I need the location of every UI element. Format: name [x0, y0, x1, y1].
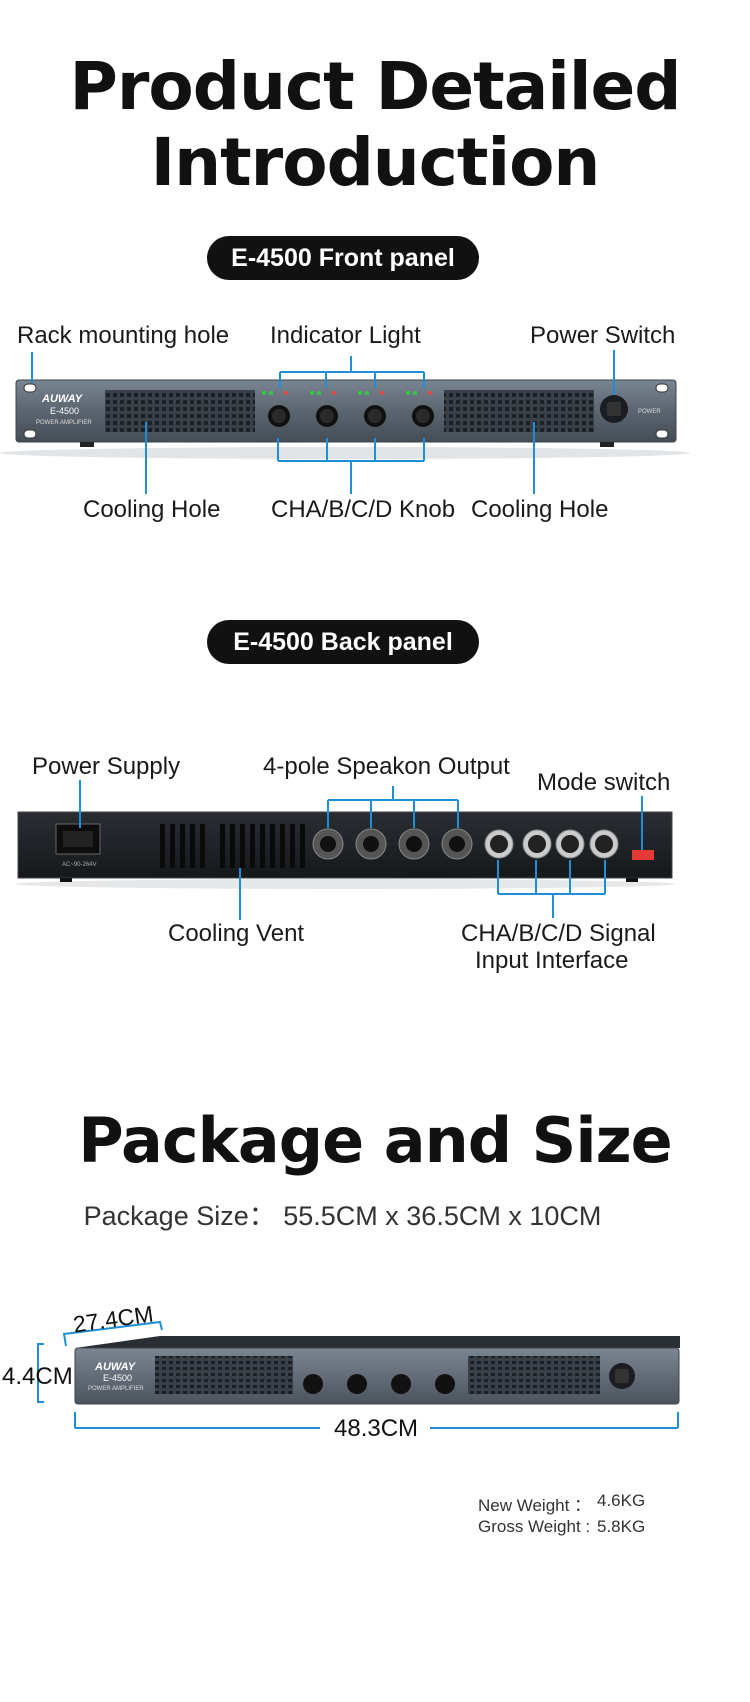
page-title-line2: Introduction — [150, 124, 601, 201]
front-grill-right — [444, 390, 594, 432]
label-indicator-light: Indicator Light — [270, 322, 421, 349]
gross-weight-value: 5.8KG — [597, 1517, 646, 1536]
new-weight-label: New Weight ： — [478, 1496, 592, 1515]
front-panel-image: AUWAY E-4500 POWER AMPLIFIER POWER — [0, 350, 690, 494]
label-cooling-vent: Cooling Vent — [168, 920, 305, 947]
front-grill-left — [105, 390, 255, 432]
package-title: Package and Size — [78, 1104, 672, 1177]
back-panel-badge: E-4500 Back panel — [207, 620, 479, 664]
label-cooling-hole-left: Cooling Hole — [83, 496, 221, 523]
svg-text:POWER AMPLIFIER: POWER AMPLIFIER — [88, 1386, 144, 1392]
dimension-width: 48.3CM — [334, 1415, 419, 1442]
front-brand: AUWAY — [41, 393, 84, 405]
back-panel-image: AC~90-264V — [15, 780, 675, 920]
label-speakon-output: 4-pole Speakon Output — [263, 753, 510, 780]
package-size-text: Package Size： 55.5CM x 36.5CM x 10CM — [83, 1201, 602, 1231]
front-power-label: POWER — [638, 409, 661, 415]
gross-weight-label: Gross Weight : — [478, 1517, 591, 1536]
front-panel-badge: E-4500 Front panel — [207, 236, 479, 280]
speakon-connectors — [312, 828, 473, 860]
svg-text:AC~90-264V: AC~90-264V — [62, 862, 97, 868]
new-weight-value: 4.6KG — [597, 1491, 646, 1510]
xlr-inputs — [484, 829, 619, 859]
label-cooling-hole-right: Cooling Hole — [471, 496, 609, 523]
label-knob: CHA/B/C/D Knob — [271, 496, 456, 523]
front-model: E-4500 — [50, 406, 79, 416]
label-power-switch: Power Switch — [530, 322, 676, 349]
mode-dip-switch — [632, 850, 654, 860]
size-diagram: AUWAY E-4500 POWER AMPLIFIER — [37, 1320, 680, 1429]
label-signal-line1: CHA/B/C/D Signal — [461, 920, 656, 947]
label-signal-line2: Input Interface — [475, 947, 629, 974]
front-indicator-leds — [262, 391, 432, 395]
front-knobs — [268, 405, 434, 427]
label-rack-hole: Rack mounting hole — [17, 322, 230, 349]
front-subtitle: POWER AMPLIFIER — [36, 420, 92, 426]
label-mode-switch: Mode switch — [537, 769, 671, 796]
dimension-height: 4.4CM — [2, 1363, 73, 1390]
page-title-line1: Product Detailed — [69, 48, 681, 125]
label-power-supply: Power Supply — [32, 753, 181, 780]
svg-text:AUWAY: AUWAY — [94, 1361, 137, 1373]
svg-text:E-4500: E-4500 — [103, 1373, 132, 1383]
